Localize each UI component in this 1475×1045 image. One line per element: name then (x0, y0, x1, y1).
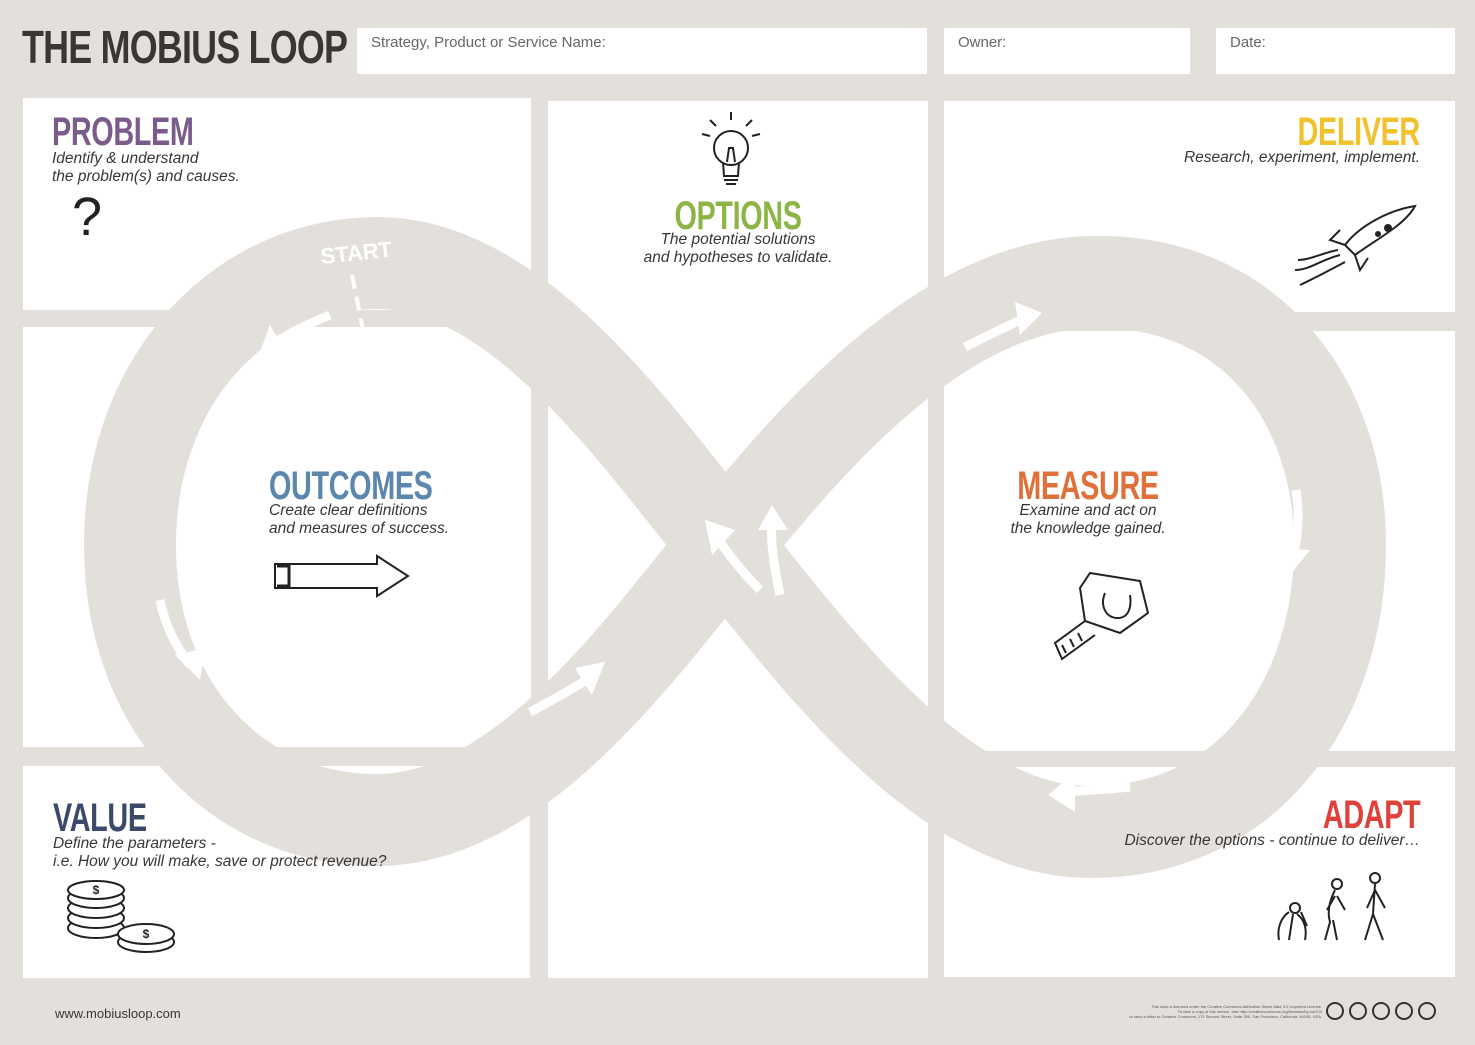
options-title: OPTIONS (674, 194, 802, 238)
owner-label: Owner: (958, 34, 1007, 51)
license-line2: To view a copy of this license, visit ht… (1177, 1009, 1322, 1014)
problem-desc-line2: the problem(s) and causes. (52, 168, 240, 185)
measure-desc-line2: the knowledge gained. (1010, 520, 1166, 537)
svg-text:$: $ (143, 927, 150, 941)
cc-sa-icon (1372, 1002, 1390, 1020)
options-description: The potential solutions and hypotheses t… (588, 231, 888, 267)
value-desc-line2: i.e. How you will make, save or protect … (53, 853, 387, 870)
page-title: THE MOBIUS LOOP (22, 21, 348, 73)
value-desc-line1: Define the parameters - (53, 835, 216, 852)
date-label: Date: (1230, 34, 1266, 51)
options-desc-line2: and hypotheses to validate. (643, 249, 833, 266)
cc-nc-icon (1395, 1002, 1413, 1020)
value-description: Define the parameters - i.e. How you wil… (53, 835, 386, 871)
adapt-title: ADAPT (1322, 793, 1421, 837)
license-line1: This work is licensed under the Creative… (1151, 1004, 1322, 1009)
evolution-icon (1275, 870, 1405, 950)
measure-desc-line1: Examine and act on (1019, 502, 1157, 519)
strategy-name-label: Strategy, Product or Service Name: (371, 34, 606, 51)
svg-text:$: $ (93, 883, 100, 897)
deliver-desc-line1: Research, experiment, implement. (1183, 149, 1420, 166)
cc-by-icon (1349, 1002, 1367, 1020)
outcomes-desc-line1: Create clear definitions (269, 502, 428, 519)
options-desc-line1: The potential solutions (660, 231, 816, 248)
deliver-title: DELIVER (1297, 110, 1421, 154)
deliver-description: Research, experiment, implement. (1184, 149, 1420, 167)
strategy-name-field[interactable]: Strategy, Product or Service Name: (357, 28, 927, 74)
problem-title: PROBLEM (52, 110, 194, 154)
tape-measure-icon (1050, 563, 1155, 668)
arrow-icon (273, 554, 413, 605)
date-field[interactable]: Date: (1216, 28, 1455, 74)
outcomes-desc-line2: and measures of success. (269, 520, 450, 537)
problem-desc-line1: Identify & understand (52, 150, 199, 167)
creative-commons-icons (1326, 1002, 1436, 1020)
outcomes-description: Create clear definitions and measures of… (269, 502, 449, 538)
measure-title: MEASURE (1017, 464, 1159, 508)
problem-description: Identify & understand the problem(s) and… (52, 150, 240, 186)
value-title: VALUE (53, 796, 147, 840)
measure-description: Examine and act on the knowledge gained. (963, 502, 1213, 538)
license-text: This work is licensed under the Creative… (1100, 1004, 1322, 1019)
cc-info-icon (1418, 1002, 1436, 1020)
adapt-desc-line1: Discover the options - continue to deliv… (1124, 832, 1420, 849)
rocket-icon (1290, 200, 1420, 297)
question-mark-icon: ? (72, 187, 103, 247)
lightbulb-icon (700, 110, 762, 195)
measure-panel (944, 331, 1455, 751)
owner-field[interactable]: Owner: (944, 28, 1190, 74)
outcomes-title: OUTCOMES (269, 464, 433, 508)
cc-icon (1326, 1002, 1344, 1020)
license-line3: or send a letter to Creative Commons, 17… (1129, 1014, 1322, 1019)
coins-icon: $ $ (66, 880, 178, 961)
website-link[interactable]: www.mobiusloop.com (55, 1006, 181, 1021)
adapt-description: Discover the options - continue to deliv… (1124, 832, 1420, 850)
